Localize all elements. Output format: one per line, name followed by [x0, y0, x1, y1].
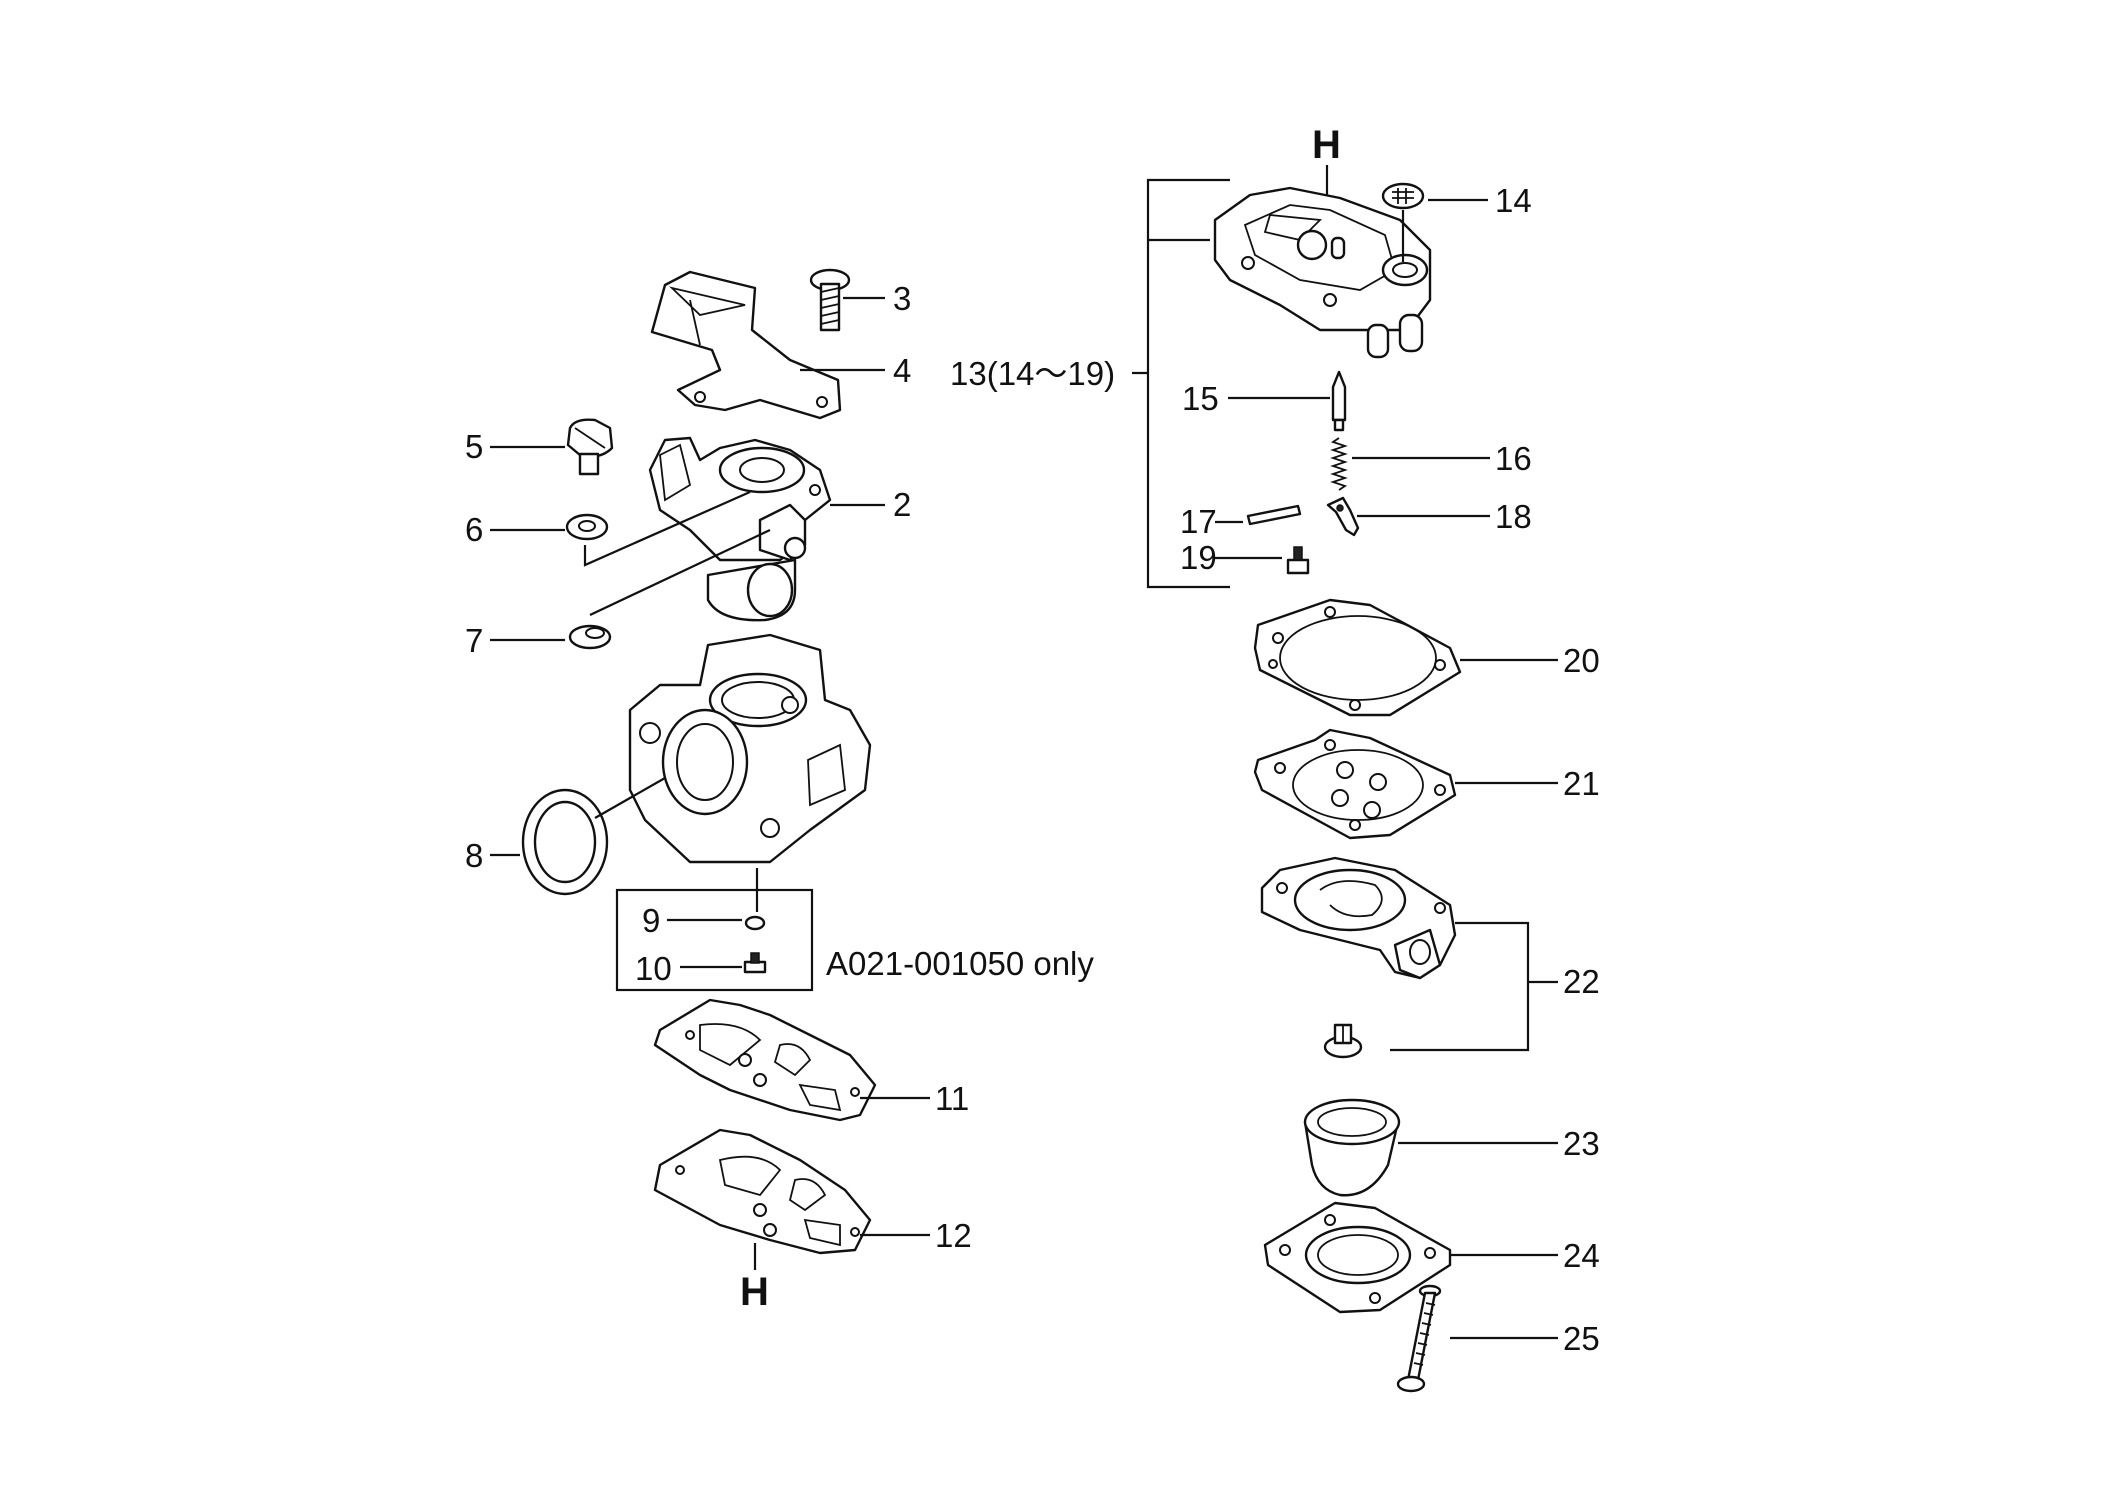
part-22-check-valve — [1323, 1023, 1363, 1059]
part-6-washer — [565, 513, 609, 541]
part-14-filter-screen — [1381, 182, 1425, 210]
callout-9: 9 — [642, 902, 660, 939]
callout-3: 3 — [893, 280, 911, 317]
part-19-screw — [1286, 546, 1310, 575]
callout-25: 25 — [1563, 1320, 1600, 1357]
callout-23: 23 — [1563, 1125, 1600, 1162]
callout-10: 10 — [635, 950, 672, 987]
callout-21: 21 — [1563, 765, 1600, 802]
part-21-metering-diaphragm — [1253, 728, 1457, 840]
part-18-metering-lever — [1326, 496, 1360, 537]
part-2-throttle-assembly — [648, 436, 832, 622]
callout-13: 13(14～19) — [950, 355, 1115, 392]
leader-6-to-2 — [583, 490, 751, 567]
callout-18: 18 — [1495, 498, 1532, 535]
callout-5: 5 — [465, 428, 483, 465]
part-13-metering-body — [1213, 186, 1432, 359]
leader-22 — [1390, 921, 1558, 1052]
callout-6: 6 — [465, 511, 483, 548]
part-20-gasket — [1253, 598, 1462, 717]
part-3-screw — [809, 268, 851, 332]
part-12-diaphragm — [653, 1128, 872, 1255]
part-25-long-screw — [1396, 1284, 1442, 1393]
part-24-retainer-plate — [1263, 1201, 1452, 1314]
callout-2: 2 — [893, 486, 911, 523]
part-7-eclip — [568, 624, 612, 650]
callout-8: 8 — [465, 837, 483, 874]
variant-note: A021-001050 only — [826, 945, 1094, 982]
callout-16: 16 — [1495, 440, 1532, 477]
marker-h-bottom: H — [740, 1270, 769, 1314]
callout-15: 15 — [1182, 380, 1219, 417]
group-13-bracket — [1132, 178, 1230, 589]
callout-24: 24 — [1563, 1237, 1600, 1274]
part-23-primer-bulb — [1303, 1098, 1401, 1197]
callout-22: 22 — [1563, 963, 1600, 1000]
callout-20: 20 — [1563, 642, 1600, 679]
part-11-gasket — [653, 998, 877, 1122]
callout-14: 14 — [1495, 182, 1532, 219]
variant-box — [615, 888, 814, 992]
part-8-ring-seal — [521, 788, 609, 896]
part-15-inlet-needle — [1331, 370, 1347, 432]
callout-11: 11 — [935, 1080, 969, 1117]
part-4-bracket — [650, 270, 842, 420]
part-22-pump-cover — [1260, 856, 1457, 980]
part-16-spring — [1330, 437, 1348, 491]
part-5-adjust-screw — [566, 418, 614, 476]
leader-7-to-2 — [589, 529, 771, 616]
marker-h-top: H — [1312, 123, 1341, 167]
part-10-screw — [743, 952, 767, 974]
callout-4: 4 — [893, 352, 911, 389]
callout-12: 12 — [935, 1217, 972, 1254]
callout-7: 7 — [465, 622, 483, 659]
part-9-oring — [744, 915, 766, 931]
callout-17: 17 — [1180, 503, 1217, 540]
leader-8-b — [594, 777, 666, 819]
carburetor-body — [628, 633, 872, 864]
callout-19: 19 — [1180, 539, 1217, 576]
part-17-lever-pin — [1246, 504, 1302, 526]
